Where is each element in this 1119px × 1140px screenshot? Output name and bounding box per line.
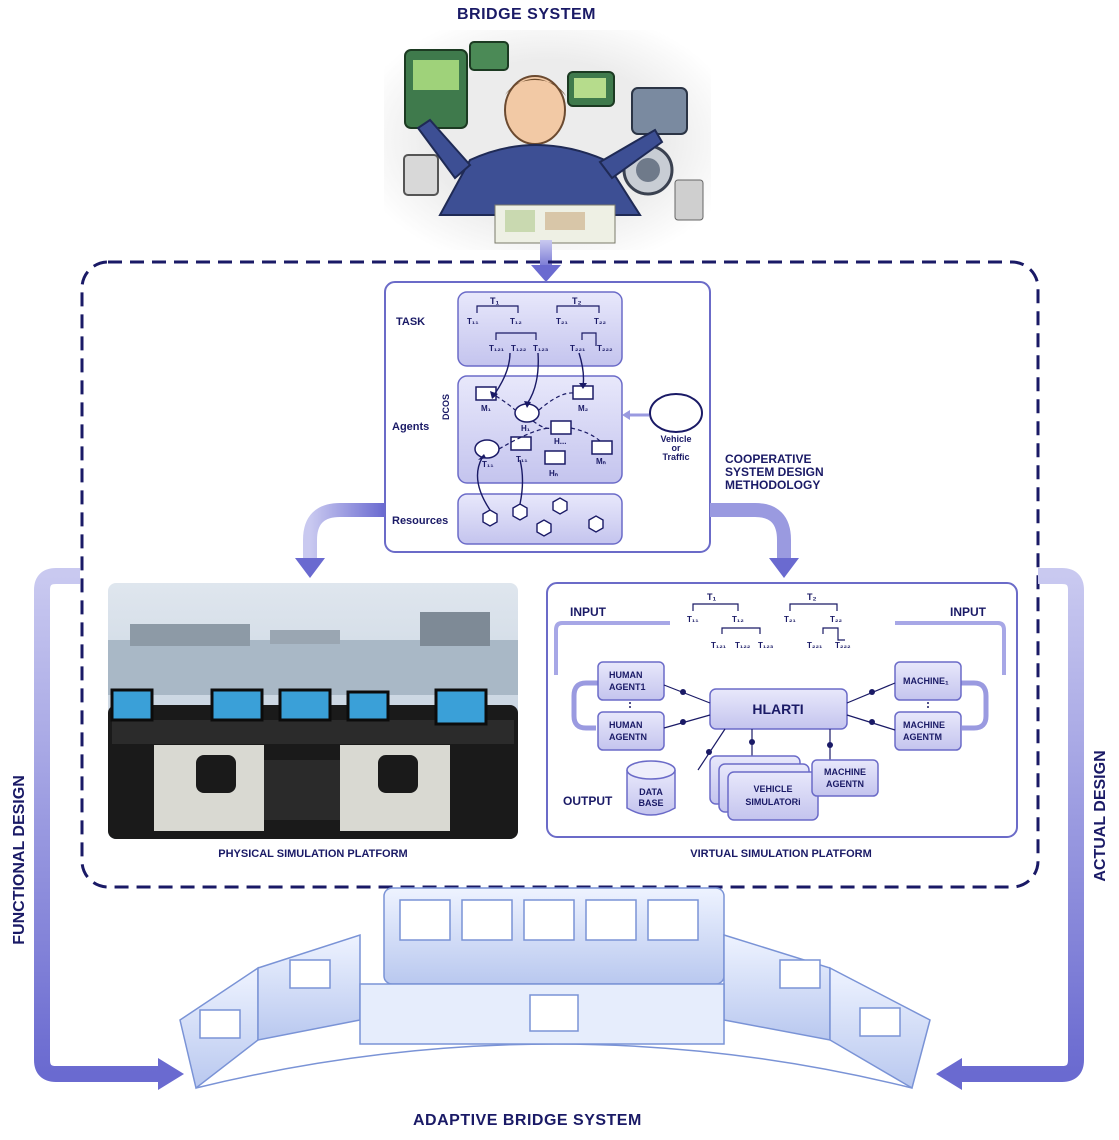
vt-t22: T₂₂	[830, 615, 842, 624]
arrow-top-down	[531, 240, 561, 282]
arrow-to-physical	[295, 503, 385, 578]
vt-t1: T₁	[707, 592, 716, 602]
functional-design-arrow	[34, 568, 184, 1090]
task-t2: T₂	[572, 296, 582, 306]
task-t123: T₁₂₃	[533, 344, 549, 353]
database-line2: BASE	[638, 798, 663, 808]
vehicle-line3: Traffic	[662, 452, 689, 462]
functional-design-label: FUNCTIONAL DESIGN	[11, 775, 28, 944]
methodology-frame	[80, 260, 1040, 889]
bottom-title: ADAPTIVE BRIDGE SYSTEM	[413, 1112, 642, 1129]
physical-platform-label: PHYSICAL SIMULATION PLATFORM	[218, 848, 407, 860]
agent-t11: T₁₁	[516, 455, 528, 464]
vt-t2: T₂	[807, 592, 817, 602]
row-label-resources: Resources	[392, 515, 448, 527]
machineM-line2: AGENTM	[903, 732, 942, 742]
task-t1: T₁	[490, 296, 499, 306]
agent-hn: Hₙ	[549, 469, 558, 478]
database-line1: DATA	[639, 787, 663, 797]
vt-t121: T₁₂₁	[711, 641, 727, 650]
top-title: BRIDGE SYSTEM	[457, 6, 596, 23]
vehicle-sim-line1: VEHICLE	[753, 784, 792, 794]
virtual-platform: T₁ T₂ T₁₁ T₁₂ T₂₁ T₂₂ T₁₂₁ T₁₂₂ T₁₂₃ T₂₂…	[546, 582, 1018, 838]
virtual-platform-label: VIRTUAL SIMULATION PLATFORM	[690, 848, 871, 860]
task-t222: T₂₂₂	[597, 344, 613, 353]
human1-line1: HUMAN	[609, 670, 643, 680]
vt-t123: T₁₂₃	[758, 641, 774, 650]
task-t122: T₁₂₂	[511, 344, 527, 353]
input-right-label: INPUT	[950, 605, 987, 619]
vehicle-line1: Vehicle	[660, 434, 691, 444]
hlarti-label: HLARTI	[752, 701, 803, 717]
agent-hdots: H...	[554, 437, 566, 446]
vt-t12: T₁₂	[732, 615, 744, 624]
task-t121: T₁₂₁	[489, 344, 505, 353]
dcos-side-label: DCOS	[441, 394, 451, 420]
vt-t122: T₁₂₂	[735, 641, 751, 650]
dcos-panel: TASK Agents Resources DCOS T₁ T₂ T₁₁ T₁₂…	[384, 281, 711, 553]
physical-simulation-photo	[108, 583, 518, 839]
human1-line2: AGENT1	[609, 682, 646, 692]
row-label-task: TASK	[396, 316, 425, 328]
task-t12: T₁₂	[510, 317, 522, 326]
task-t22: T₂₂	[594, 317, 606, 326]
vt-t21: T₂₁	[784, 615, 796, 624]
task-t21: T₂₁	[556, 317, 568, 326]
arrow-to-virtual	[710, 503, 799, 578]
machineM-line1: MACHINE	[903, 720, 945, 730]
humanN-line1: HUMAN	[609, 720, 643, 730]
methodology-line3: METHODOLOGY	[725, 478, 820, 492]
agent-t11b: T₁₁	[482, 460, 494, 469]
agent-m2: M₂	[578, 404, 589, 413]
vehicle-line2: or	[672, 443, 681, 453]
agent-mn: Mₙ	[596, 457, 606, 466]
input-left-label: INPUT	[570, 605, 607, 619]
adaptive-bridge-console	[179, 887, 931, 1090]
row-label-agents: Agents	[392, 421, 429, 433]
vehicle-sim-line2: SIMULATORi	[745, 797, 800, 807]
agent-m1: M₁	[481, 404, 492, 413]
actual-design-label: ACTUAL DESIGN	[1092, 750, 1109, 881]
bridge-officer-illustration	[384, 30, 711, 250]
task-t11: T₁₁	[467, 317, 479, 326]
machine1-label: MACHINE₁	[903, 676, 949, 686]
humanN-line2: AGENTN	[609, 732, 647, 742]
methodology-line2: SYSTEM DESIGN	[725, 465, 824, 479]
vt-t222: T₂₂₂	[835, 641, 851, 650]
actual-design-arrow	[936, 568, 1084, 1090]
machine-agentN-line1: MACHINE	[824, 767, 866, 777]
task-t221: T₂₂₁	[570, 344, 586, 353]
output-label: OUTPUT	[563, 794, 613, 808]
vt-t11: T₁₁	[687, 615, 699, 624]
machine-agentN-line2: AGENTN	[826, 779, 864, 789]
agent-h1: H₁	[521, 424, 531, 433]
vt-t221: T₂₂₁	[807, 641, 823, 650]
methodology-line1: COOPERATIVE	[725, 452, 811, 466]
